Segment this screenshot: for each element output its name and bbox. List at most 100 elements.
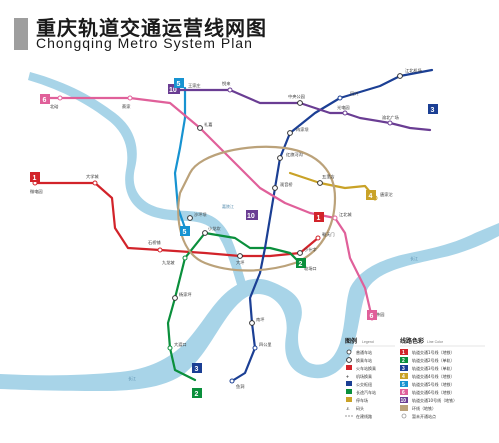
svg-text:光电园: 光电园 <box>337 104 350 111</box>
svg-text:回兴: 回兴 <box>350 90 358 97</box>
station-airport[interactable]: 江北机场 <box>397 67 422 79</box>
svg-text:唐家沱: 唐家沱 <box>380 191 393 198</box>
station-sigongli[interactable]: 四公里 <box>252 342 272 351</box>
svg-text:火车站换乘: 火车站换乘 <box>356 365 376 371</box>
svg-text:轨道交通1号线（地铁）: 轨道交通1号线（地铁） <box>412 349 455 355</box>
station-lijia[interactable]: 礼嘉 <box>197 121 213 131</box>
svg-text:4: 4 <box>402 374 405 380</box>
legend-loop-line: 环线（地铁） <box>400 405 436 411</box>
svg-text:10: 10 <box>169 87 177 94</box>
svg-text:江北城: 江北城 <box>339 211 352 218</box>
station-dadukou[interactable]: 大渡口 <box>167 341 187 351</box>
river-label-changjiang-west: 长江 <box>128 375 136 381</box>
station-daping[interactable]: 大坪 <box>236 253 244 266</box>
svg-text:3: 3 <box>195 366 199 373</box>
line-badges[interactable]: 6 10 3 1 5 5 4 10 1 2 6 3 2 <box>30 78 438 398</box>
station-huixing[interactable]: 回兴 <box>337 90 358 101</box>
badge-line-10-north[interactable]: 10 <box>168 84 180 94</box>
svg-text:6: 6 <box>370 313 374 320</box>
badge-line-1-east[interactable]: 1 <box>314 212 324 222</box>
svg-text:4: 4 <box>369 193 373 200</box>
map-subtitle: Chongqing Metro System Plan <box>36 35 253 51</box>
station-beibei[interactable]: 北碚 <box>50 95 63 110</box>
svg-text:杨家坪: 杨家坪 <box>179 291 192 298</box>
svg-text:江北机场: 江北机场 <box>405 67 422 74</box>
svg-text:1: 1 <box>33 175 37 182</box>
svg-text:礼嘉: 礼嘉 <box>204 121 212 128</box>
legend-item-normal: 普通车站 <box>346 349 372 355</box>
station-yubei[interactable]: 渝北广场 <box>382 114 399 126</box>
svg-text:5: 5 <box>183 229 187 236</box>
svg-text:1: 1 <box>317 215 321 222</box>
svg-text:红旗河沟: 红旗河沟 <box>286 151 303 158</box>
legend-line-3: 3 轨道交通3号线（单轨） <box>400 365 455 372</box>
svg-text:10: 10 <box>247 213 255 220</box>
svg-text:6: 6 <box>402 390 405 396</box>
svg-text:九龙坡: 九龙坡 <box>162 259 175 266</box>
station-shapingba[interactable]: 沙坪坝 <box>187 211 207 221</box>
badge-line-6-west[interactable]: 6 <box>40 94 50 104</box>
svg-text:朝天门: 朝天门 <box>322 231 335 238</box>
station-guangdian[interactable]: 光电园 <box>337 104 350 116</box>
station-jiangbei[interactable]: 江北城 <box>332 211 352 221</box>
svg-text:3: 3 <box>431 107 435 114</box>
loop-line-path <box>177 145 337 272</box>
svg-text:轨道交通2号线（单轨）: 轨道交通2号线（单轨） <box>412 357 455 363</box>
station-yuelai[interactable]: 悦来 <box>222 80 233 93</box>
svg-text:渝北广场: 渝北广场 <box>382 114 399 121</box>
station-xiaoshizi[interactable]: 小什字 <box>297 246 317 256</box>
station-hongqihegou[interactable]: 红旗河沟 <box>277 151 303 161</box>
badge-line-2-center[interactable]: 2 <box>296 258 306 268</box>
station-daxuecheng[interactable]: 大学城 <box>86 173 99 186</box>
metro-lines <box>33 68 434 383</box>
svg-text:大学城: 大学城 <box>86 173 99 180</box>
badge-line-6-south[interactable]: 6 <box>367 310 377 320</box>
station-shiqiaopu[interactable]: 石桥铺 <box>148 239 163 253</box>
svg-text:机场换乘: 机场换乘 <box>356 373 372 379</box>
svg-text:公交枢纽: 公交枢纽 <box>356 381 372 387</box>
legend-item-construction: 在建线路 <box>345 413 372 419</box>
station-xiaolongkan[interactable]: 小龙坎 <box>202 225 222 236</box>
badge-line-2-south[interactable]: 2 <box>192 388 202 398</box>
svg-text:冉家坝: 冉家坝 <box>296 126 309 133</box>
station-jiulongpo[interactable]: 九龙坡 <box>162 255 188 266</box>
stations[interactable]: 北碚 蔡家 王家庄 悦来 中央公园 江北机场 光电园 渝北广场 回兴 冉家坝 红… <box>30 67 422 389</box>
svg-text:暂未开通站点: 暂未开通站点 <box>412 413 436 419</box>
station-caijia[interactable]: 蔡家 <box>122 95 133 109</box>
badge-line-10-south[interactable]: 10 <box>246 210 258 220</box>
line-3-path <box>230 68 434 383</box>
station-wulidian[interactable]: 五里店 <box>317 173 335 186</box>
badge-line-3-north[interactable]: 3 <box>428 104 438 114</box>
badge-line-5-south[interactable]: 5 <box>180 226 190 236</box>
line-10-path <box>176 88 432 132</box>
svg-text:南坪: 南坪 <box>256 316 264 323</box>
svg-text:5: 5 <box>177 81 181 88</box>
station-chaotianmen[interactable]: 朝天门 <box>315 231 335 241</box>
station-yudong[interactable]: 鱼洞 <box>229 378 244 389</box>
svg-text:轨道交通3号线（单轨）: 轨道交通3号线（单轨） <box>412 365 455 371</box>
svg-text:3: 3 <box>402 366 405 372</box>
badge-line-3-south[interactable]: 3 <box>192 363 202 373</box>
badge-line-5-north[interactable]: 5 <box>174 78 184 88</box>
svg-text:五里店: 五里店 <box>322 173 335 180</box>
metro-map[interactable]: 长江 长江 嘉陵江 北碚 蔡家 王家庄 悦来 中央公园 江北机场 光电园 渝北广… <box>0 58 499 443</box>
station-zhongyang[interactable]: 中央公园 <box>288 93 305 106</box>
badge-line-1-west[interactable]: 1 <box>30 172 40 182</box>
station-yangjiaping[interactable]: 杨家坪 <box>172 291 192 301</box>
station-nanping[interactable]: 南坪 <box>249 316 265 326</box>
station-guanyinqiao[interactable]: 观音桥 <box>272 181 294 191</box>
svg-text:轨道交通6号线（地铁）: 轨道交通6号线（地铁） <box>412 389 455 395</box>
svg-text:大渡口: 大渡口 <box>174 341 187 348</box>
svg-text:鱼洞: 鱼洞 <box>236 383 244 389</box>
svg-text:2: 2 <box>299 261 303 268</box>
svg-text:观音桥: 观音桥 <box>280 181 293 188</box>
svg-text:北碚: 北碚 <box>50 103 58 110</box>
badge-line-4[interactable]: 4 <box>366 190 376 200</box>
river-label-jialing: 嘉陵江 <box>222 203 234 209</box>
svg-text:中央公园: 中央公园 <box>288 93 305 100</box>
station-ranjiaba[interactable]: 冉家坝 <box>287 126 309 136</box>
svg-text:四公里: 四公里 <box>259 342 272 347</box>
